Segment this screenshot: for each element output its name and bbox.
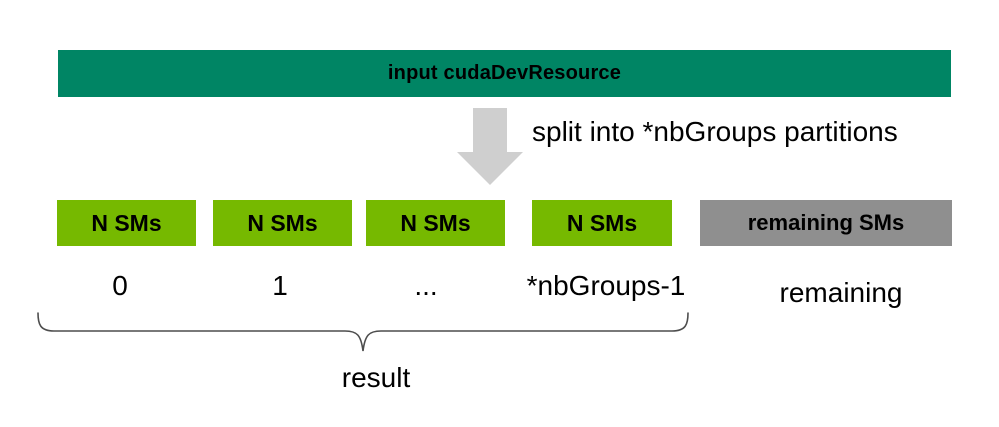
- result-label: result: [341, 362, 411, 393]
- partition-box-0: N SMs: [57, 200, 196, 246]
- remaining-sms-box: remaining SMs: [700, 200, 952, 246]
- partition-index-label-ellipsis: ...: [414, 270, 438, 301]
- input-resource-label: input cudaDevResource: [387, 62, 622, 84]
- remaining-index-label: remaining: [779, 277, 903, 308]
- partition-box-label: N SMs: [400, 209, 471, 236]
- partition-box-label: N SMs: [247, 209, 318, 236]
- partition-index-label-1: 1: [272, 270, 288, 301]
- partition-box-2: N SMs: [366, 200, 505, 246]
- split-down-arrow-icon: [457, 108, 523, 185]
- input-resource-bar: input cudaDevResource: [58, 50, 951, 97]
- partition-box-3: N SMs: [532, 200, 672, 246]
- partition-box-label: N SMs: [566, 209, 638, 236]
- partition-box-1: N SMs: [213, 200, 352, 246]
- partition-index-label-last: *nbGroups-1: [526, 270, 686, 301]
- partition-index-label-0: 0: [112, 270, 128, 301]
- split-annotation-label: split into *nbGroups partitions: [532, 116, 898, 147]
- result-brace-icon: [37, 312, 689, 352]
- partition-box-label: N SMs: [91, 209, 162, 236]
- remaining-sms-box-label: remaining SMs: [747, 210, 905, 235]
